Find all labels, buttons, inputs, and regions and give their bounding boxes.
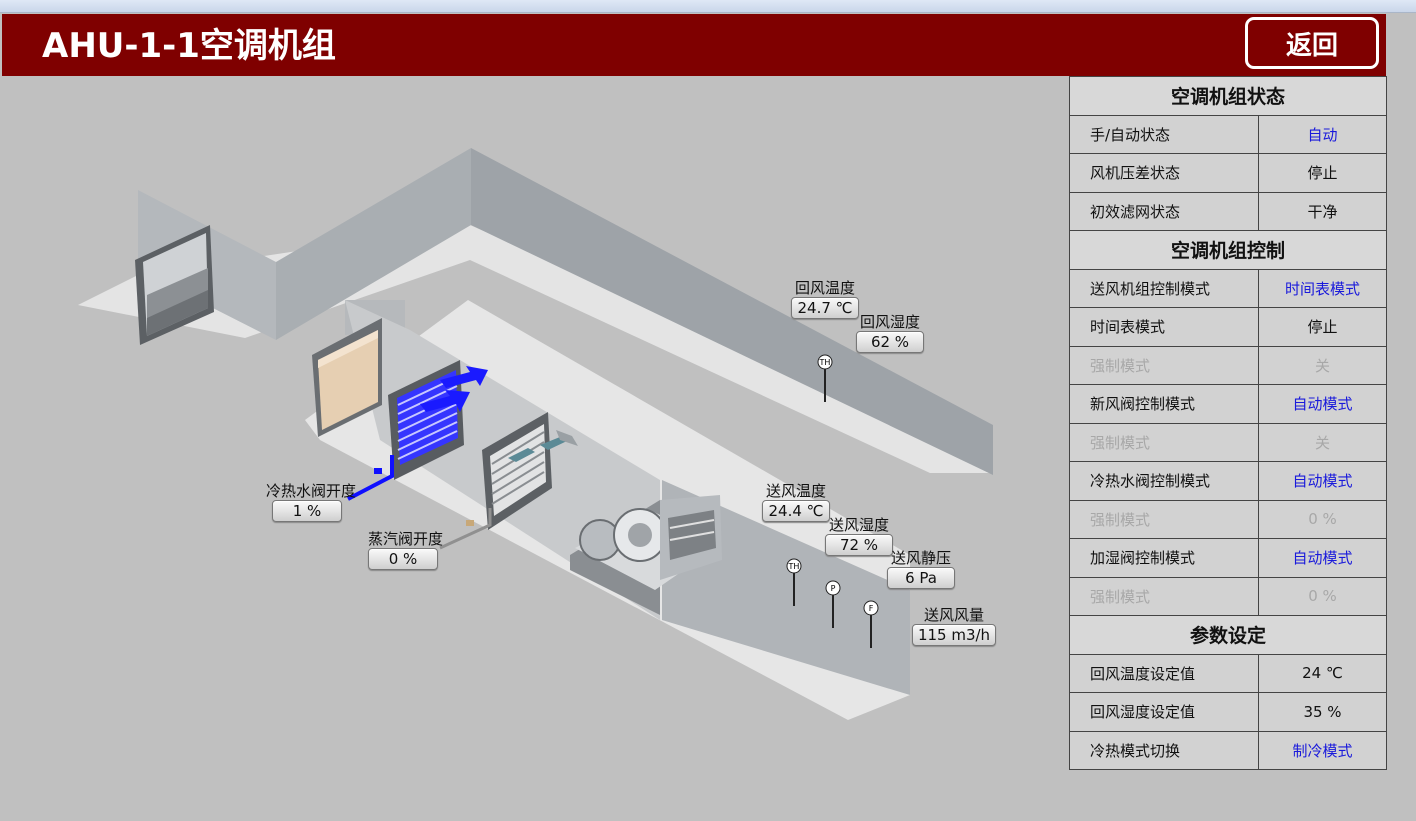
supply-flow-label: 送风风量: [923, 606, 984, 624]
steam-pipe: [439, 508, 492, 550]
return-temp-label: 回风温度: [794, 279, 855, 297]
return-duct-side-wall: [471, 148, 993, 475]
control-row-force-3: 强制模式 0 %: [1069, 499, 1387, 539]
param-row-mode-switch: 冷热模式切换 制冷模式: [1069, 730, 1387, 770]
svg-text:TH: TH: [788, 562, 800, 571]
status-row-auto: 手/自动状态 自动: [1069, 114, 1387, 154]
row-key: 强制模式: [1069, 422, 1259, 462]
control-row-force-4: 强制模式 0 %: [1069, 576, 1387, 616]
supply-end-wall: [662, 480, 910, 695]
return-temp-setpoint-value[interactable]: 24 ℃: [1258, 653, 1387, 693]
fresh-air-louver: [135, 225, 214, 345]
return-hum-setpoint-value[interactable]: 35 %: [1258, 692, 1387, 732]
fan-dp-status-value: 停止: [1258, 153, 1387, 193]
control-row-force-1: 强制模式 关: [1069, 345, 1387, 385]
svg-text:F: F: [869, 604, 874, 613]
row-key: 冷热模式切换: [1069, 730, 1259, 770]
steam-valve-body: [466, 520, 474, 526]
svg-text:TH: TH: [819, 358, 831, 367]
control-row-force-2: 强制模式 关: [1069, 422, 1387, 462]
return-hum-readout: 回风湿度 62 %: [856, 313, 924, 353]
row-key: 回风湿度设定值: [1069, 692, 1259, 732]
return-hum-label: 回风湿度: [859, 313, 920, 331]
chw-valve-body: [374, 468, 382, 474]
control-section-title: 空调机组控制: [1069, 230, 1387, 270]
control-row-humid-valve: 加湿阀控制模式 自动模式: [1069, 538, 1387, 578]
supply-mode-value[interactable]: 时间表模式: [1258, 268, 1387, 308]
filter-status-value: 干净: [1258, 191, 1387, 231]
chw-valve-readout: 冷热水阀开度 1 %: [266, 482, 357, 522]
return-temp-value: 24.7 ℃: [791, 297, 859, 319]
supply-press-value: 6 Pa: [887, 567, 955, 589]
params-section-title: 参数设定: [1069, 615, 1387, 655]
chilled-water-coil: [388, 360, 488, 480]
chw-valve-value: 1 %: [272, 500, 342, 522]
window-top-strip: [0, 0, 1416, 13]
supply-temp-value: 24.4 ℃: [762, 500, 830, 522]
header-bar: AHU-1-1空调机组 返回: [2, 14, 1386, 76]
force-2-value: 关: [1258, 422, 1387, 462]
ahu-diagram: TH TH P F: [78, 148, 993, 720]
row-key: 送风机组控制模式: [1069, 268, 1259, 308]
supply-flow-readout: 送风风量 115 m3/h: [912, 606, 996, 646]
supply-hum-value: 72 %: [825, 534, 893, 556]
control-row-schedule: 时间表模式 停止: [1069, 307, 1387, 347]
force-1-value: 关: [1258, 345, 1387, 385]
param-row-return-temp-sp: 回风温度设定值 24 ℃: [1069, 653, 1387, 693]
steam-valve-label: 蒸汽阀开度: [368, 530, 444, 548]
status-section-title: 空调机组状态: [1069, 76, 1387, 116]
supply-press-readout: 送风静压 6 Pa: [887, 549, 955, 589]
row-key: 强制模式: [1069, 499, 1259, 539]
svg-text:P: P: [831, 584, 836, 593]
supply-flow-sensor: F: [863, 600, 879, 648]
row-key: 强制模式: [1069, 576, 1259, 616]
page-title: AHU-1-1空调机组: [42, 26, 336, 66]
row-key: 加湿阀控制模式: [1069, 538, 1259, 578]
status-row-filter: 初效滤网状态 干净: [1069, 191, 1387, 231]
humidifier: [482, 412, 578, 530]
return-th-sensor: TH: [817, 354, 833, 402]
supply-temp-readout: 送风温度 24.4 ℃: [762, 482, 830, 522]
supply-temp-label: 送风温度: [765, 482, 826, 500]
row-key: 冷热水阀控制模式: [1069, 461, 1259, 501]
mixing-damper: [312, 318, 382, 437]
row-key: 强制模式: [1069, 345, 1259, 385]
supply-th-sensor: TH: [786, 558, 802, 606]
row-key: 回风温度设定值: [1069, 653, 1259, 693]
cool-heat-mode-value[interactable]: 制冷模式: [1258, 730, 1387, 770]
chw-valve-mode-value[interactable]: 自动模式: [1258, 461, 1387, 501]
row-key: 风机压差状态: [1069, 153, 1259, 193]
row-key: 初效滤网状态: [1069, 191, 1259, 231]
param-row-return-hum-sp: 回风湿度设定值 35 %: [1069, 692, 1387, 732]
supply-pressure-sensor: P: [825, 580, 841, 628]
supply-hum-label: 送风湿度: [828, 516, 889, 534]
steam-valve-readout: 蒸汽阀开度 0 %: [368, 530, 444, 570]
control-row-supply-mode: 送风机组控制模式 时间表模式: [1069, 268, 1387, 308]
supply-hum-readout: 送风湿度 72 %: [825, 516, 893, 556]
supply-fan: [570, 495, 722, 615]
return-hum-value: 62 %: [856, 331, 924, 353]
chw-valve-label: 冷热水阀开度: [266, 482, 357, 500]
humid-valve-mode-value[interactable]: 自动模式: [1258, 538, 1387, 578]
row-key: 手/自动状态: [1069, 114, 1259, 154]
back-button[interactable]: 返回: [1245, 17, 1379, 69]
fresh-damper-mode-value[interactable]: 自动模式: [1258, 384, 1387, 424]
return-temp-readout: 回风温度 24.7 ℃: [791, 279, 859, 319]
chw-pipe: [347, 455, 394, 501]
schedule-value: 停止: [1258, 307, 1387, 347]
supply-press-label: 送风静压: [890, 549, 951, 567]
status-row-fan-dp: 风机压差状态 停止: [1069, 153, 1387, 193]
force-4-value: 0 %: [1258, 576, 1387, 616]
control-row-fresh-damper: 新风阀控制模式 自动模式: [1069, 384, 1387, 424]
force-3-value: 0 %: [1258, 499, 1387, 539]
return-duct-back-wall: [276, 148, 471, 340]
supply-flow-value: 115 m3/h: [912, 624, 996, 646]
row-key: 时间表模式: [1069, 307, 1259, 347]
control-row-chw-valve: 冷热水阀控制模式 自动模式: [1069, 461, 1387, 501]
steam-valve-value: 0 %: [368, 548, 438, 570]
control-panel: 空调机组状态 手/自动状态 自动 风机压差状态 停止 初效滤网状态 干净 空调机…: [1069, 76, 1387, 770]
row-key: 新风阀控制模式: [1069, 384, 1259, 424]
auto-status-value[interactable]: 自动: [1258, 114, 1387, 154]
